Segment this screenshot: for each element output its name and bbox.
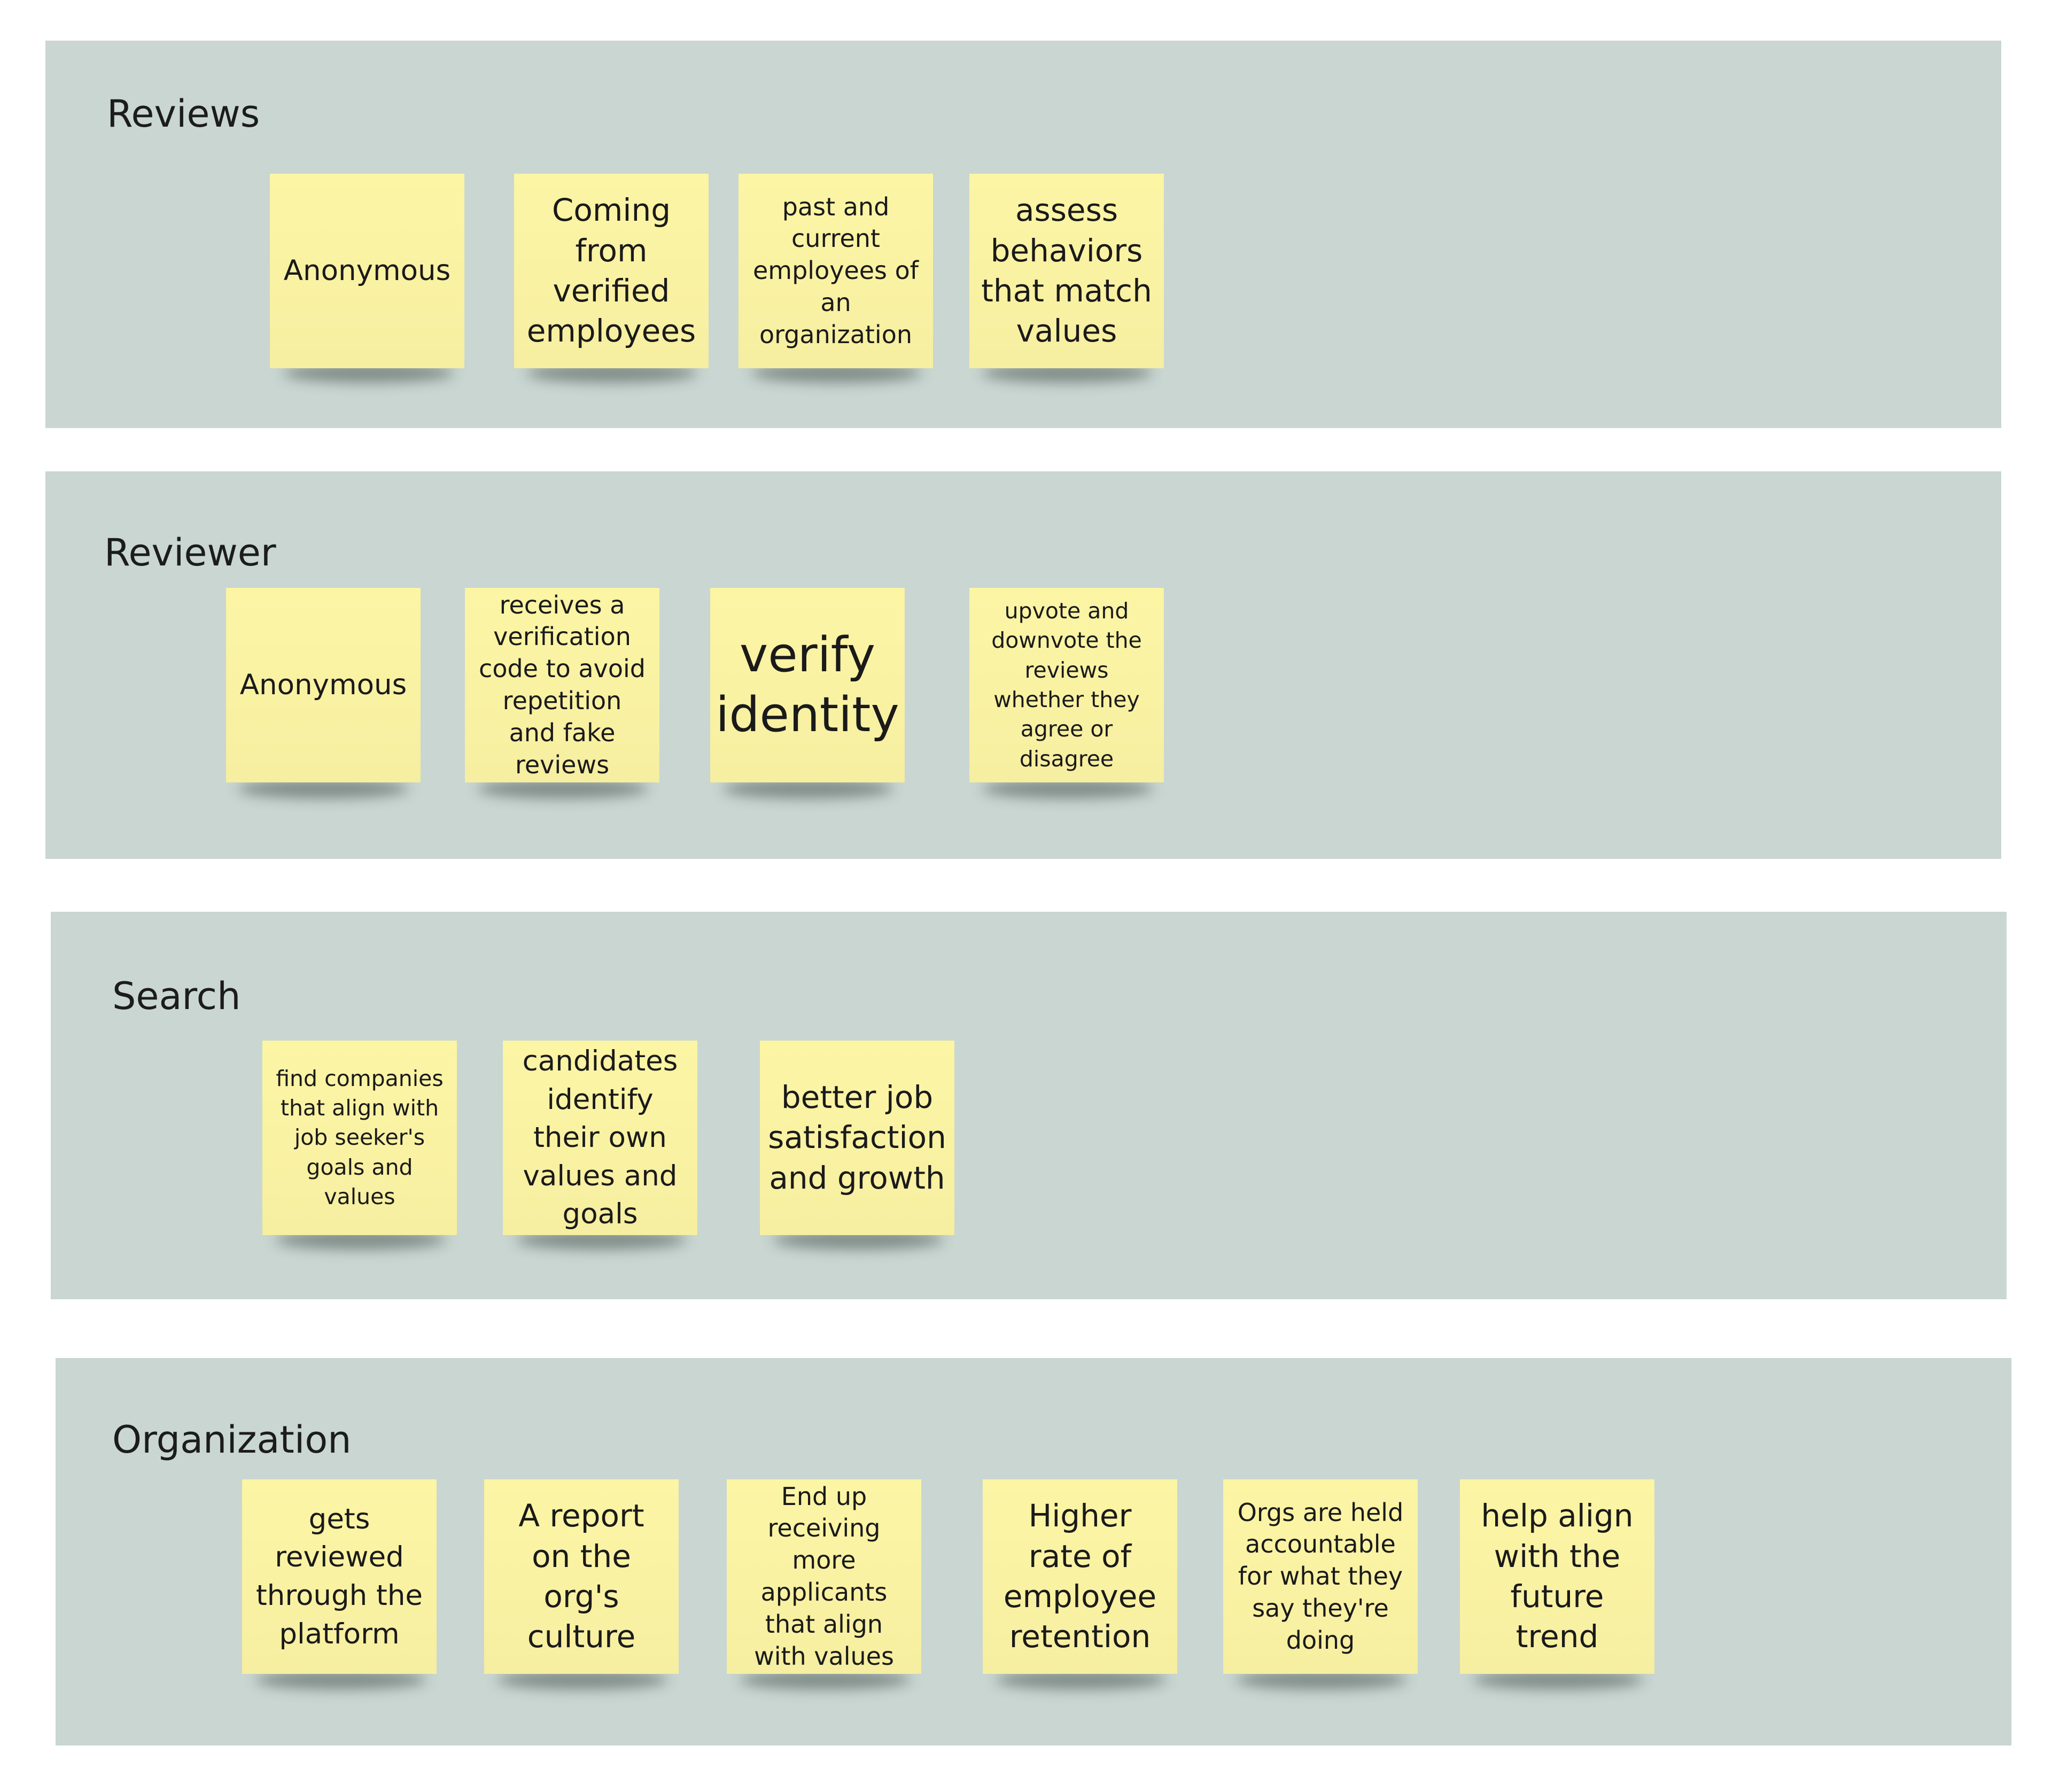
sticky-note[interactable]: upvote and downvote the reviews whether …: [969, 588, 1164, 782]
sticky-note[interactable]: find companies that align with job seeke…: [262, 1041, 457, 1235]
sticky-note[interactable]: assess behaviors that match values: [969, 174, 1164, 368]
group-title[interactable]: Reviewer: [104, 531, 276, 575]
sticky-note[interactable]: verify identity: [710, 588, 905, 782]
sticky-note-text: candidates identify their own values and…: [522, 1045, 678, 1231]
sticky-note-text: Coming from verified employees: [526, 192, 696, 350]
sticky-note[interactable]: End up receiving more applicants that al…: [727, 1479, 921, 1674]
sticky-note-text: past and current employees of an organiz…: [753, 192, 919, 349]
note-shadow: [722, 779, 893, 798]
sticky-note[interactable]: receives a verification code to avoid re…: [465, 588, 659, 782]
sticky-note[interactable]: Orgs are held accountable for what they …: [1223, 1479, 1418, 1674]
sticky-note-text: help align with the future trend: [1481, 1498, 1634, 1655]
sticky-note-text: A report on the org's culture: [518, 1498, 644, 1655]
group-title[interactable]: Reviews: [107, 92, 260, 136]
sticky-note-text: End up receiving more applicants that al…: [754, 1481, 894, 1671]
note-shadow: [238, 779, 409, 798]
group-title[interactable]: Search: [112, 974, 241, 1018]
sticky-note-text: find companies that align with job seeke…: [276, 1065, 444, 1210]
sticky-note[interactable]: Higher rate of employee retention: [983, 1479, 1177, 1674]
sticky-note[interactable]: gets reviewed through the platform: [242, 1479, 437, 1674]
sticky-note-text: verify identity: [716, 626, 899, 743]
sticky-note-text: upvote and downvote the reviews whether …: [991, 598, 1142, 772]
sticky-note-text: receives a verification code to avoid re…: [479, 590, 646, 779]
sticky-note[interactable]: Coming from verified employees: [514, 174, 709, 368]
sticky-note[interactable]: past and current employees of an organiz…: [739, 174, 933, 368]
sticky-note[interactable]: Anonymous: [270, 174, 464, 368]
sticky-note-text: Orgs are held accountable for what they …: [1237, 1498, 1404, 1655]
sticky-note[interactable]: better job satisfaction and growth: [760, 1041, 954, 1235]
note-shadow: [477, 779, 648, 798]
sticky-note[interactable]: A report on the org's culture: [484, 1479, 679, 1674]
sticky-note-text: better job satisfaction and growth: [768, 1079, 946, 1196]
sticky-note-text: Anonymous: [283, 254, 451, 288]
sticky-note-text: assess behaviors that match values: [981, 192, 1152, 350]
sticky-note-text: Anonymous: [239, 669, 407, 702]
sticky-note[interactable]: candidates identify their own values and…: [503, 1041, 697, 1235]
sticky-note-text: gets reviewed through the platform: [255, 1502, 423, 1650]
sticky-note[interactable]: Anonymous: [226, 588, 421, 782]
group-title[interactable]: Organization: [112, 1418, 352, 1462]
sticky-note[interactable]: help align with the future trend: [1460, 1479, 1654, 1674]
note-shadow: [982, 779, 1153, 798]
sticky-note-text: Higher rate of employee retention: [1003, 1498, 1157, 1655]
